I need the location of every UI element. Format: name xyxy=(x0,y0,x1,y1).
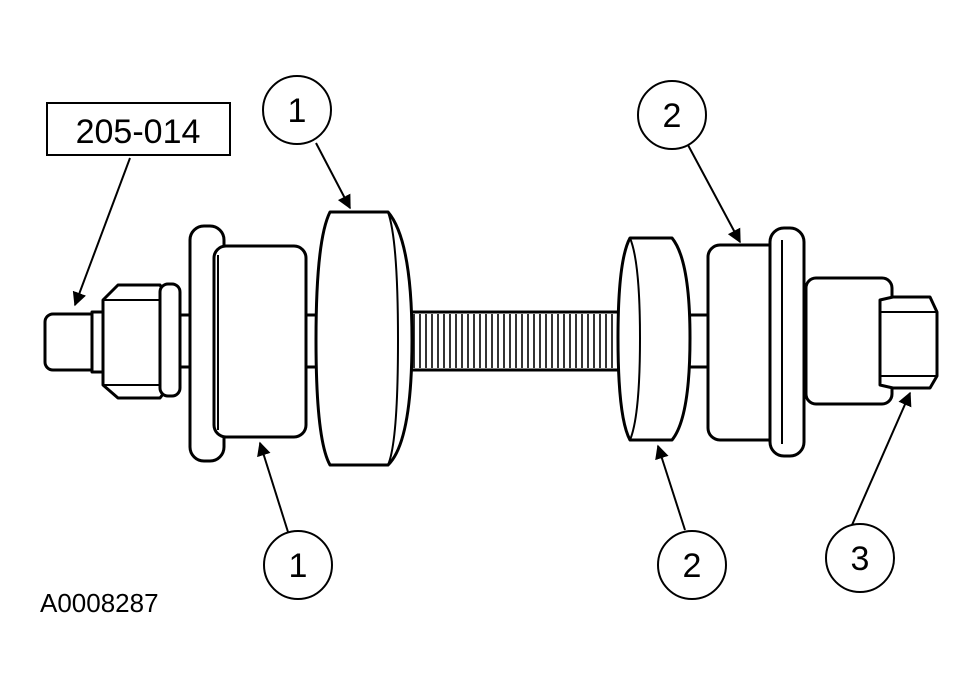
leader-2-bottom xyxy=(655,444,686,531)
part-1-disc xyxy=(314,210,414,467)
leader-1-top xyxy=(315,142,351,210)
callout-2-top: 2 xyxy=(637,80,707,150)
callout-2-top-label: 2 xyxy=(663,97,682,135)
callout-2-bottom: 2 xyxy=(657,530,727,600)
part-3-nut-assembly xyxy=(804,276,939,406)
bolt-end xyxy=(43,310,112,374)
callout-1-top: 1 xyxy=(262,75,332,145)
part-1-flanged-cup xyxy=(188,224,308,463)
callout-1-top-label: 1 xyxy=(288,92,307,130)
callout-1-bottom-label: 1 xyxy=(289,547,308,585)
tool-number-label: 205-014 xyxy=(76,113,201,151)
part-2-flanged-cup xyxy=(706,226,806,458)
leader-lines xyxy=(72,142,912,533)
callout-1-bottom: 1 xyxy=(263,530,333,600)
leader-2-top xyxy=(687,144,741,244)
leader-3 xyxy=(851,391,912,526)
figure-id: A0008287 xyxy=(40,588,159,618)
leader-1-bottom xyxy=(257,441,289,533)
callout-3-label: 3 xyxy=(851,540,870,578)
hex-nut-left xyxy=(101,282,182,400)
tool-number-box: 205-014 xyxy=(46,102,231,156)
leader-tool-number xyxy=(72,157,131,307)
callout-2-bottom-label: 2 xyxy=(683,547,702,585)
part-2-disc xyxy=(616,236,692,442)
threaded-rod xyxy=(176,310,713,372)
callout-3: 3 xyxy=(825,523,895,593)
